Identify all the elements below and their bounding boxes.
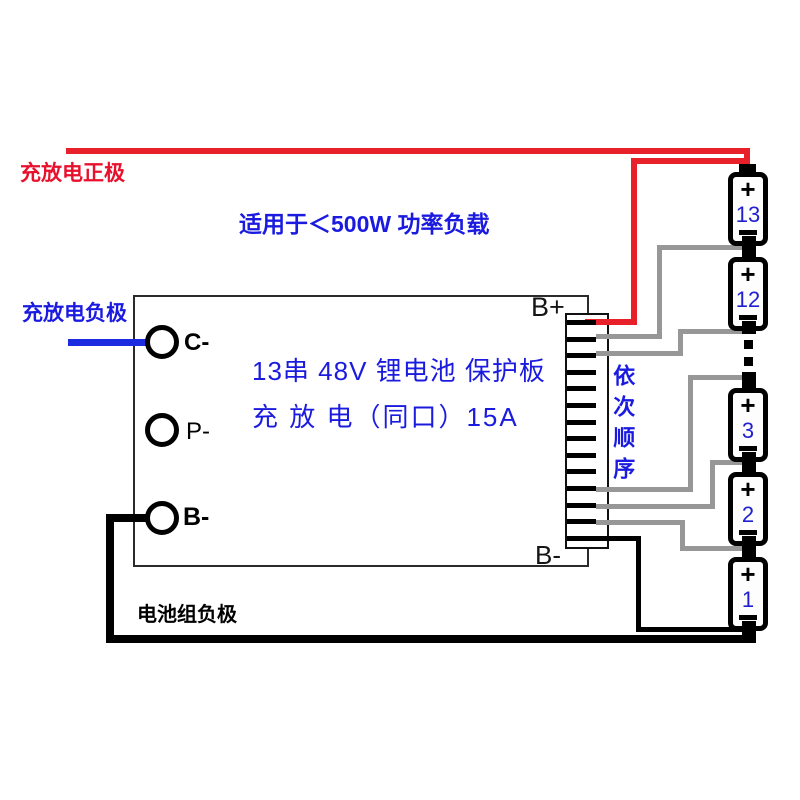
wire-black-pack-neg-h1 — [106, 514, 154, 522]
plus-icon: + — [740, 174, 756, 204]
wire-gray-pin13-bottom — [680, 546, 748, 551]
minus-icon — [739, 445, 757, 451]
connector-pin-4 — [567, 370, 596, 375]
battery-cell-1: + 1 — [728, 557, 768, 631]
label-b-plus: B+ — [531, 292, 565, 322]
connector-pin-1 — [567, 320, 596, 325]
minus-icon — [739, 314, 757, 320]
cell-number: 13 — [735, 201, 761, 227]
cell13-top-terminal — [739, 164, 756, 174]
wire-gray-pin3-v — [678, 329, 683, 356]
wire-red-branch-top — [631, 158, 744, 164]
plus-icon: + — [740, 390, 756, 420]
terminal-label-b: B- — [183, 503, 210, 531]
wire-gray-pin13-h — [596, 520, 685, 525]
wire-black-pin14-bottom — [636, 627, 748, 632]
cell-number: 12 — [735, 286, 761, 312]
wire-red-main-horizontal — [66, 148, 750, 154]
wire-black-pack-neg-bottom — [106, 635, 756, 643]
connector-pin-3 — [567, 353, 596, 358]
cell12-bottom-terminal — [742, 321, 756, 334]
cell-number: 3 — [741, 417, 755, 443]
wire-gray-pin3-h — [596, 351, 683, 356]
cell13-cell12-junction — [742, 236, 756, 259]
wire-gray-pin2-h — [596, 334, 662, 339]
wire-red-branch-vertical — [631, 158, 637, 325]
plus-icon: + — [740, 259, 756, 289]
label-sequence-note: 依次顺序 — [610, 364, 636, 488]
battery-cell-3: + 3 — [728, 388, 768, 462]
connector-pin-13 — [567, 519, 596, 524]
wire-gray-pin12-h — [596, 504, 715, 509]
wire-red-branch-to-pin1 — [585, 319, 637, 325]
label-power-note: 适用于＜500W 功率负载 — [239, 211, 490, 237]
cell-number: 2 — [741, 501, 755, 527]
connector-pin-2 — [567, 337, 596, 342]
terminal-label-c: C- — [184, 329, 210, 356]
minus-icon — [739, 614, 757, 620]
label-b-minus: B- — [535, 540, 561, 570]
wire-gray-pin2-top — [657, 245, 747, 250]
wire-gray-pin2-v — [657, 245, 662, 339]
board-title-line1: 13串 48V 锂电池 保护板 — [252, 356, 546, 386]
battery-cell-2: + 2 — [728, 472, 768, 546]
connector-pin-8 — [567, 436, 596, 441]
cell3-cell2-junction — [742, 452, 756, 474]
wire-black-pin14-h — [596, 536, 641, 541]
connector-pin-11 — [567, 486, 596, 491]
battery-cell-12: + 12 — [728, 257, 768, 331]
series-continuation-dash — [744, 357, 753, 366]
cell1-bottom-terminal — [742, 621, 756, 640]
plus-icon: + — [740, 474, 756, 504]
wire-gray-pin11-v — [688, 375, 693, 492]
wire-gray-pin11-h — [596, 487, 693, 492]
wire-black-pack-neg-v — [106, 514, 114, 643]
connector-pin-9 — [567, 453, 596, 458]
terminal-p-minus — [145, 413, 179, 447]
terminal-b-minus — [145, 501, 179, 535]
cell-number: 1 — [741, 586, 755, 612]
wire-gray-pin12-v — [710, 460, 715, 509]
wire-gray-pin12-top — [710, 460, 747, 465]
cell2-cell1-junction — [742, 536, 756, 559]
connector-pin-14 — [567, 536, 596, 541]
balance-connector-strip — [565, 313, 609, 549]
connector-pin-6 — [567, 403, 596, 408]
battery-cell-13: + 13 — [728, 172, 768, 246]
plus-icon: + — [740, 559, 756, 589]
minus-icon — [739, 529, 757, 535]
terminal-c-minus — [145, 325, 179, 359]
wire-blue-negative — [68, 339, 166, 346]
cell3-top-terminal — [742, 372, 756, 390]
terminal-label-p: P- — [186, 418, 210, 445]
wire-gray-pin13-v — [680, 520, 685, 551]
wire-red-main-drop — [744, 148, 750, 170]
label-charge-discharge-negative: 充放电负极 — [22, 302, 127, 325]
minus-icon — [739, 229, 757, 235]
wire-gray-pin11-top — [688, 375, 747, 380]
board-title-line2: 充 放 电（同口）15A — [252, 402, 519, 432]
connector-pin-10 — [567, 469, 596, 474]
wire-gray-pin3-top — [678, 329, 747, 334]
connector-pin-12 — [567, 503, 596, 508]
connector-pin-5 — [567, 386, 596, 391]
connector-pin-7 — [567, 420, 596, 425]
wire-black-pin14-v — [636, 536, 641, 632]
label-charge-discharge-positive: 充放电正极 — [20, 162, 125, 185]
series-continuation-dash — [744, 340, 753, 349]
label-pack-negative: 电池组负极 — [137, 604, 237, 626]
